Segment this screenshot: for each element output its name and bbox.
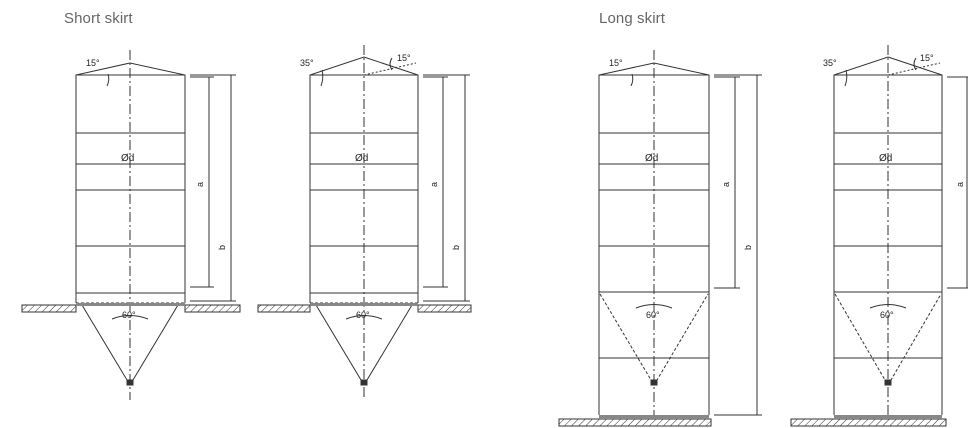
silo-short-skirt-35 bbox=[257, 45, 472, 400]
diameter-label: Ød bbox=[879, 153, 892, 164]
ground bbox=[558, 418, 712, 427]
dimension-b-label: b bbox=[743, 245, 753, 250]
ground-right bbox=[184, 304, 241, 313]
ground bbox=[790, 418, 947, 427]
cone-angle-label: 60° bbox=[122, 310, 136, 320]
roof-angle-label: 15° bbox=[397, 53, 411, 63]
roof-angle-label: 35° bbox=[823, 58, 837, 68]
ground-left bbox=[21, 304, 77, 313]
roof-angle-label: 35° bbox=[300, 58, 314, 68]
roof-angle-label: 15° bbox=[920, 53, 934, 63]
dimension-b-label: b bbox=[217, 245, 227, 250]
ground-left bbox=[257, 304, 311, 313]
ground-right bbox=[417, 304, 472, 313]
diameter-label: Ød bbox=[121, 153, 134, 164]
silo-body-outline bbox=[309, 56, 419, 293]
silo-long-skirt-15 bbox=[558, 50, 762, 427]
dimension-a-label: a bbox=[429, 182, 439, 187]
dimension-a-label: a bbox=[195, 182, 205, 187]
dimension-a-label: a bbox=[955, 182, 965, 187]
roof-angle-label: 15° bbox=[86, 58, 100, 68]
diameter-label: Ød bbox=[645, 153, 658, 164]
heading-long-skirt: Long skirt bbox=[599, 10, 666, 27]
roof-angle-label: 15° bbox=[609, 58, 623, 68]
dimension-a-label: a bbox=[721, 182, 731, 187]
cone-angle-label: 60° bbox=[880, 310, 894, 320]
cone-angle-label: 60° bbox=[646, 310, 660, 320]
silo-short-skirt-15 bbox=[21, 50, 241, 400]
diameter-label: Ød bbox=[355, 153, 368, 164]
silo-body-outline bbox=[833, 56, 943, 415]
heading-short-skirt: Short skirt bbox=[64, 10, 133, 27]
silo-long-skirt-35 bbox=[790, 45, 968, 427]
dimension-b-label: b bbox=[451, 245, 461, 250]
cone-angle-label: 60° bbox=[356, 310, 370, 320]
